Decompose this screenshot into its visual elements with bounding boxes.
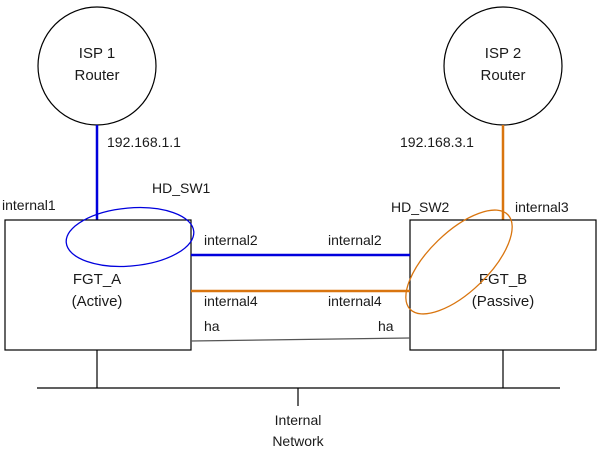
fgt-a-title: FGT_A <box>73 271 121 288</box>
fgt-b-internal2-label: internal2 <box>328 232 382 248</box>
isp1-ip-label: 192.168.1.1 <box>107 134 181 150</box>
isp1-router: ISP 1 Router <box>37 6 157 126</box>
ha-link-line <box>190 337 411 342</box>
isp2-router-subtitle: Router <box>480 67 525 84</box>
fgt-b-subtitle: (Passive) <box>472 293 535 310</box>
fgt-b-internal3-label: internal3 <box>515 199 569 215</box>
fgt-a-internal2-label: internal2 <box>204 232 258 248</box>
isp1-router-title: ISP 1 <box>79 45 115 62</box>
isp2-router: ISP 2 Router <box>443 6 563 126</box>
fgt-b-title: FGT_B <box>479 271 527 288</box>
fgt-b-internal4-label: internal4 <box>328 293 382 309</box>
fgt-b-firewall: FGT_B (Passive) <box>409 219 597 351</box>
hd-sw2-ellipse <box>405 209 513 315</box>
hd-sw1-ellipse <box>65 206 195 268</box>
fgt-b-ha-label: ha <box>378 318 394 334</box>
fgt-a-firewall: FGT_A (Active) <box>4 219 192 351</box>
hd-sw2-label: HD_SW2 <box>391 199 450 215</box>
isp2-router-title: ISP 2 <box>485 45 521 62</box>
hd-sw1-label: HD_SW1 <box>152 180 211 196</box>
isp1-router-subtitle: Router <box>74 67 119 84</box>
internal-network-line2: Network <box>272 433 324 449</box>
fgt-a-internal4-label: internal4 <box>204 293 258 309</box>
internal-network: Internal Network <box>272 412 324 449</box>
fgt-a-ha-label: ha <box>204 318 220 334</box>
internal-network-line1: Internal <box>275 412 322 428</box>
fgt-a-subtitle: (Active) <box>72 293 123 310</box>
isp2-ip-label: 192.168.3.1 <box>400 134 474 150</box>
fgt-a-internal1-label: internal1 <box>2 197 56 213</box>
